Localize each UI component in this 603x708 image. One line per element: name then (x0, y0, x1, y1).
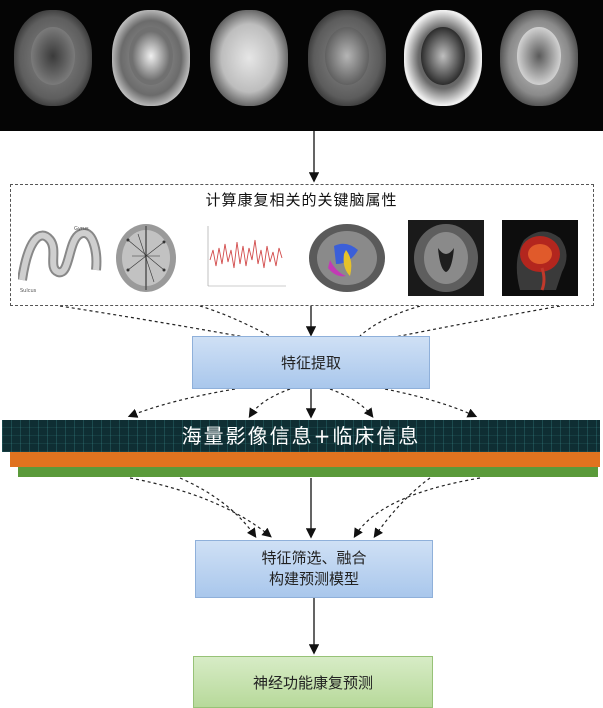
dashed-connector (373, 477, 431, 538)
mri-scan-t1 (14, 10, 92, 106)
brain-network-illustration (116, 224, 176, 292)
feature-extraction-label: 特征提取 (280, 354, 341, 372)
mri-scan-flair (308, 10, 386, 106)
dashed-connector (384, 388, 478, 418)
feature-extraction-box: 特征提取 (192, 336, 430, 389)
cortex-folding-illustration: Gyrus Sulcus (18, 226, 102, 294)
dashed-connector (129, 477, 272, 538)
mri-scan-perfusion (500, 10, 578, 106)
recovery-prediction-box: 神经功能康复预测 (193, 656, 433, 708)
feature-selection-line1: 特征筛选、融合 (261, 549, 367, 567)
mri-scan-dwi (210, 10, 288, 106)
tractography-illustration (309, 224, 385, 292)
feature-selection-box: 特征筛选、融合 构建预测模型 (195, 540, 433, 598)
dashed-connector (353, 477, 481, 539)
dashed-connector (127, 388, 236, 418)
mri-scan-t2 (112, 10, 190, 106)
dashed-connector (248, 388, 291, 419)
dashed-connector (359, 305, 421, 337)
brain-attributes-panel (10, 184, 594, 306)
recovery-prediction-label: 神经功能康复预测 (252, 673, 373, 692)
data-banner-title: 海量影像信息+临床信息 (181, 424, 421, 448)
mri-scan-strip (0, 0, 603, 131)
dashed-connector (199, 305, 271, 337)
mri-scan-swi (404, 10, 482, 106)
svg-text:Sulcus: Sulcus (20, 288, 37, 294)
dashed-connector (179, 477, 257, 538)
dashed-connector (389, 305, 561, 339)
dashed-connector (329, 388, 374, 418)
dashed-connector (59, 305, 251, 339)
mri-slice-illustration (408, 220, 484, 296)
svg-text:Gyrus: Gyrus (74, 226, 89, 232)
head-vessel-illustration (502, 220, 578, 296)
signal-timeseries-illustration (207, 226, 286, 287)
banner-dark-layer (2, 420, 600, 452)
feature-selection-line2: 构建预测模型 (268, 570, 359, 588)
attributes-title: 计算康复相关的关键脑属性 (205, 191, 398, 209)
